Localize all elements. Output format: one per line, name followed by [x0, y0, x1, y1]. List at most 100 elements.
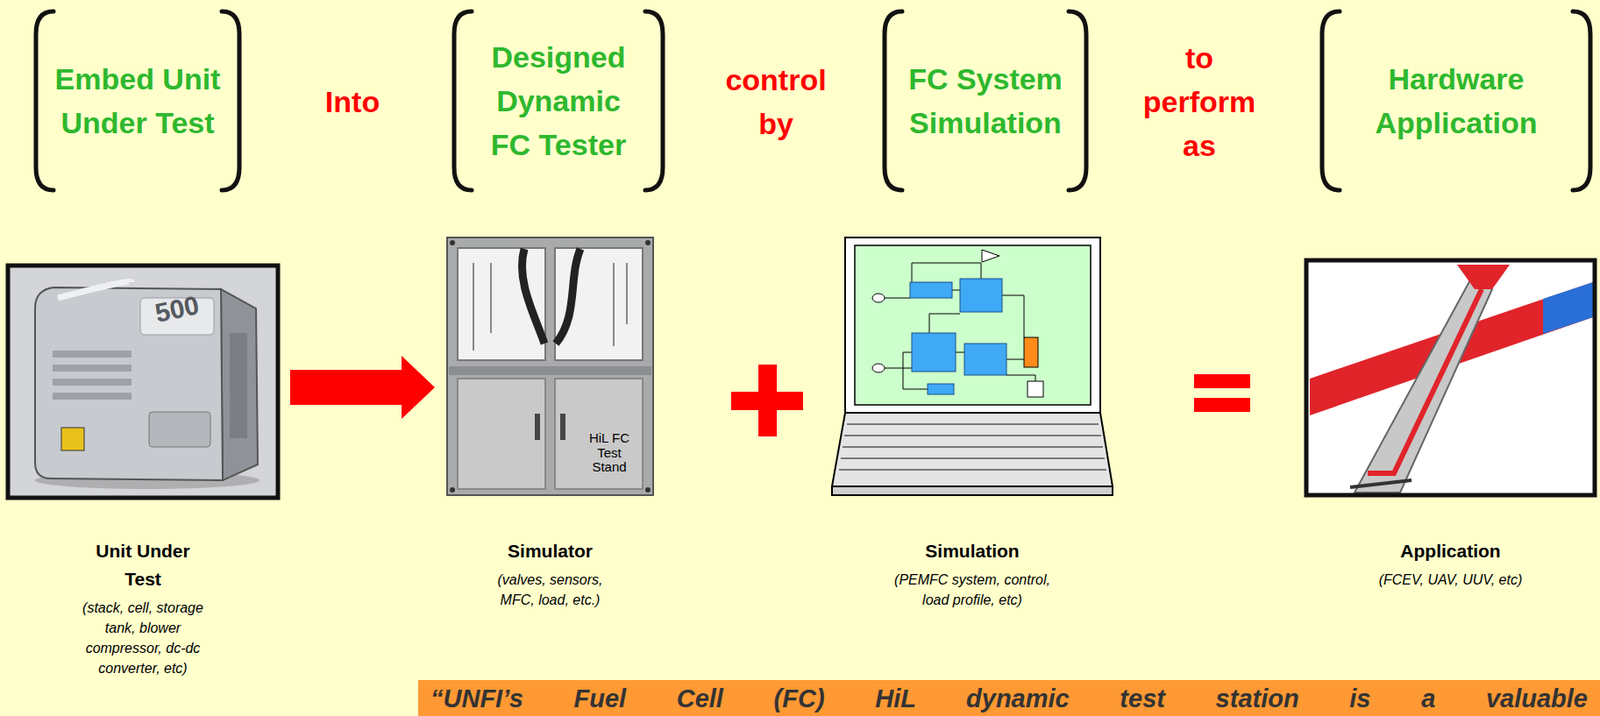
fuel-cell-photo [7, 265, 278, 498]
bracket-text: FC System Simulation [902, 56, 1069, 145]
test-stand-cabinet [457, 378, 546, 490]
quote-text: “UNFI’s Fuel Cell (FC) HiL dynamic test … [430, 683, 1588, 714]
uav-photo [1350, 480, 1412, 488]
laptop-simulation [911, 333, 956, 372]
plus-symbol [731, 391, 804, 411]
uav-photo [1306, 260, 1595, 496]
bracket-group: FC System Simulation [879, 7, 1092, 194]
laptop-simulation [1027, 381, 1044, 398]
test-stand-cabinet [613, 263, 627, 347]
laptop-simulation [1024, 337, 1039, 368]
laptop-simulation [845, 237, 1101, 413]
bracket-stroke [454, 11, 472, 191]
laptop-simulation [832, 486, 1113, 496]
laptop-simulation [854, 245, 1091, 406]
block-arrow [290, 355, 435, 420]
test-stand-cabinet [447, 237, 654, 496]
fuel-cell-photo [7, 265, 278, 498]
test-stand-cabinet [473, 263, 491, 351]
laptop-simulation [884, 263, 1036, 390]
laptop-simulation [872, 293, 885, 303]
test-stand-cabinet [448, 366, 652, 376]
fuel-cell-photo [220, 289, 258, 481]
simulation [832, 237, 1113, 496]
uav-photo [1306, 260, 1595, 496]
equals-symbol [1194, 398, 1251, 413]
test-stand-cabinet [554, 248, 643, 361]
uav-photo [1354, 275, 1493, 493]
bracket-group: Designed Dynamic FC Tester [448, 7, 669, 194]
application [1306, 260, 1595, 496]
test-stand-cabinet [521, 248, 545, 344]
fuel-cell-photo [61, 427, 85, 451]
laptop-simulation [927, 384, 954, 395]
unit-under-test [7, 265, 278, 498]
fuel-cell-photo [57, 281, 132, 299]
test-stand-cabinet [555, 248, 581, 344]
parenthesis-outline [30, 7, 245, 194]
uav-photo [1367, 289, 1482, 474]
equals-symbol [1194, 374, 1251, 413]
caption-title: Simulation [875, 537, 1069, 566]
fuel-cell-photo [52, 364, 132, 372]
bracket-group: Embed Unit Under Test [54, 56, 221, 145]
test-stand-cabinet [645, 240, 651, 246]
test-stand-cabinet [554, 378, 643, 490]
uav-photo [1543, 282, 1593, 335]
model-number: 500 [139, 287, 214, 332]
bracket-group: FC System Simulation [902, 56, 1069, 145]
caption-note: (valves, sensors, MFC, load, etc.) [489, 569, 612, 611]
fuel-cell-photo [52, 378, 132, 386]
fuel-cell-photo [7, 265, 278, 498]
test-stand-cabinet [457, 248, 546, 361]
caption-title: Application [1345, 537, 1557, 566]
laptop-simulation [832, 412, 1113, 487]
test-stand-cabinet [447, 237, 654, 496]
unit-under-test: Unit Under Test(stack, cell, storage tan… [7, 265, 278, 679]
application: Application (FCEV, UAV, UUV, etc) [1306, 260, 1595, 591]
test-stand-cabinet [449, 487, 456, 493]
bracket-stroke [35, 11, 54, 191]
bracket-stroke [1572, 11, 1591, 191]
laptop-simulation [910, 282, 953, 299]
test-stand-cabinet [560, 413, 566, 441]
bracket-group: Embed Unit Under Test [30, 7, 245, 194]
bracket-stroke [1322, 11, 1340, 191]
fuel-cell-photo [52, 392, 132, 400]
caption-note: (FCEV, UAV, UUV, etc) [1336, 569, 1565, 591]
test-stand-cabinet [645, 487, 651, 493]
simulator: HiL FC Test Stand [447, 237, 654, 496]
caption-note: (stack, cell, storage tank, blower compr… [77, 597, 209, 679]
laptop-simulation [964, 343, 1007, 376]
simulation: Simulation (PEMFC system, control, load p… [832, 237, 1113, 611]
bracket-stroke [1068, 11, 1087, 191]
quote-band: “UNFI’s Fuel Cell (FC) HiL dynamic test … [418, 680, 1600, 716]
connector-word: control by [721, 57, 832, 146]
bracket-group: Hardware Application [1368, 56, 1544, 145]
bracket-stroke [645, 11, 663, 191]
connector-word: to perform as [1137, 35, 1261, 168]
caption-title: Unit Under Test [81, 537, 205, 594]
caption-title: Simulator [454, 537, 648, 566]
cabinet-label: HiL FC Test Stand [588, 431, 631, 476]
bracket-stroke [221, 11, 240, 191]
equals-symbol [1194, 374, 1251, 389]
uav-photo [1457, 264, 1510, 290]
bracket-text: Designed Dynamic FC Tester [475, 35, 642, 167]
bracket-text: Hardware Application [1368, 56, 1544, 145]
fuel-cell-photo [229, 333, 248, 439]
plus-symbol [731, 364, 804, 437]
caption-note: (PEMFC system, control, load profile, et… [887, 569, 1059, 611]
fuel-cell-photo [35, 287, 223, 481]
connector-word: Into [299, 79, 406, 124]
fuel-cell-photo [149, 412, 211, 448]
laptop-simulation [839, 424, 1107, 470]
parenthesis-outline [1316, 7, 1596, 194]
bracket-group: Designed Dynamic FC Tester [475, 35, 642, 167]
laptop-simulation [872, 363, 885, 373]
laptop-simulation [960, 278, 1003, 313]
bracket-stroke [884, 11, 903, 191]
test-stand-cabinet [449, 240, 456, 246]
